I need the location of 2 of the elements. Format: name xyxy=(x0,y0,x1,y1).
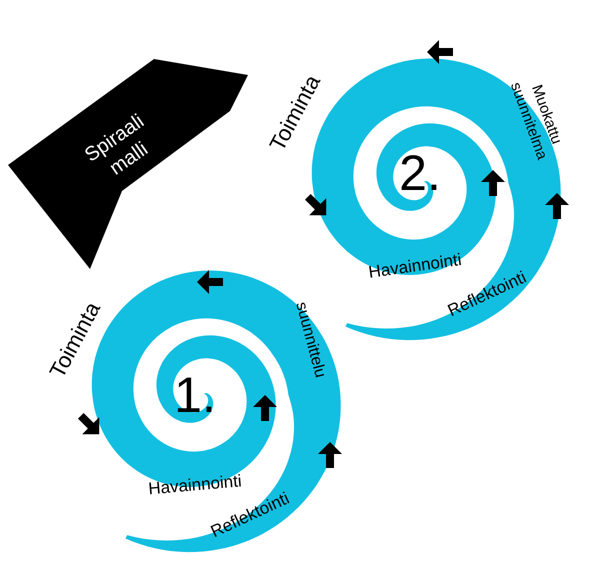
step-number: 2. xyxy=(399,144,441,203)
step-number: 1. xyxy=(174,366,216,425)
